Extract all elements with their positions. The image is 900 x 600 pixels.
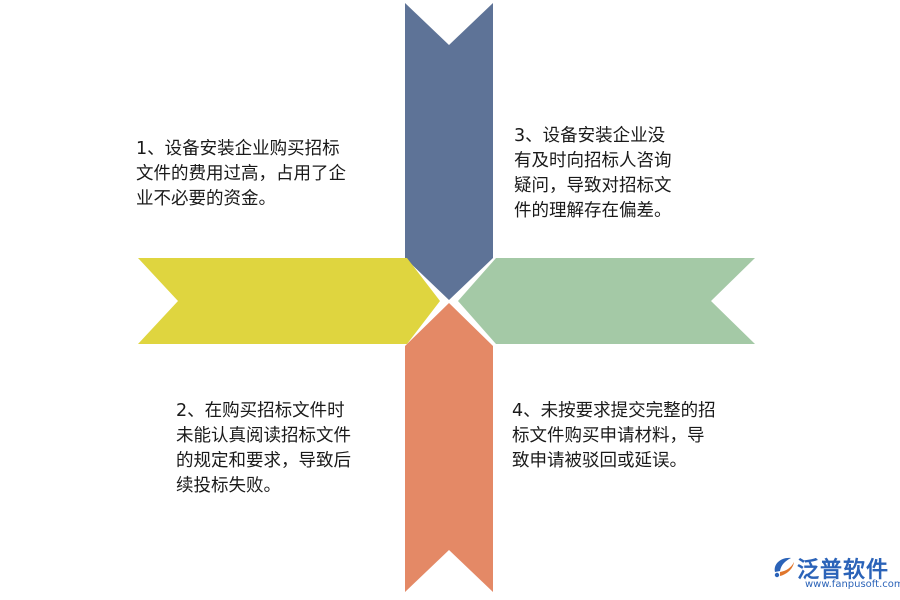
item-3-text: 3、设备安装企业没 有及时向招标人咨询 疑问，导致对招标文 件的理解存在偏差。 [514,126,672,221]
arrow-bottom [405,303,493,592]
logo-url: www.fanpusoft.com [805,579,900,590]
brand-logo: 泛普软件 www.fanpusoft.com [771,552,900,596]
arrow-left [138,258,440,344]
arrow-top [405,3,493,300]
arrow-right [458,258,755,344]
item-4-text: 4、未按要求提交完整的招 标文件购买申请材料，导 致申请被驳回或延误。 [512,401,716,471]
item-1-text: 1、设备安装企业购买招标 文件的费用过高，占用了企 业不必要的资金。 [136,139,346,209]
item-2-text: 2、在购买招标文件时 未能认真阅读招标文件 的规定和要求，导致后 续投标失败。 [176,401,351,496]
leaf-swirl-icon [774,557,794,578]
logo-name: 泛普软件 [797,558,890,583]
